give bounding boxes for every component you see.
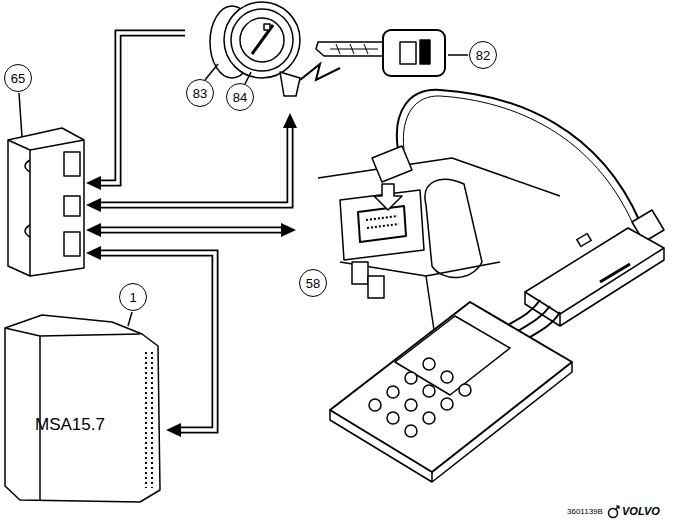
module-notch [25,160,30,237]
switch-mark [264,24,270,30]
wire-connector [86,33,185,190]
logo-mark [615,506,619,510]
console-edge [340,262,500,330]
socket-pins [366,216,399,228]
key-button [405,372,417,384]
drawing-number: 3601139B [567,508,603,517]
module-plug [64,196,80,216]
arrow-head [86,223,101,237]
switch-body [224,2,300,78]
arrow-head [86,176,101,190]
insert-arrow [374,184,402,210]
key-button [387,386,399,398]
wire-core [98,33,185,183]
component-area: 83 84 [185,2,300,113]
component-area: 82 [340,25,502,77]
key-chip [400,42,416,64]
lock-cylinder [240,18,284,62]
arrow-head [283,113,297,128]
part-label: MSA15.7 [35,416,105,435]
ecm-edge [5,328,140,500]
module-edge [8,140,84,276]
leader-line [19,93,22,137]
arrow-head [281,223,296,237]
wire-connector [86,223,296,237]
wire-core [98,228,284,232]
switch-face [231,9,293,71]
key-blade [316,42,385,56]
gear-lever [425,179,482,277]
interface-box [525,248,664,326]
callout-number: 83 [186,79,214,107]
key-button [423,385,435,397]
wire-core [98,125,290,205]
diagnostic-socket [358,206,406,242]
key-button [369,399,381,411]
logo-mark [609,509,618,518]
component-area: 1MSA15.7 [4,280,166,505]
key-button [423,358,435,370]
module-plug [64,152,80,176]
key-slot [252,25,273,54]
key-button [441,371,453,383]
wire-core [98,253,215,430]
key-button [405,425,417,437]
handset-display [395,316,510,395]
key-button [441,398,453,410]
callout-number: 58 [299,269,327,297]
ecm-pins [146,352,152,488]
keypad [369,358,471,437]
wire-outline [98,33,185,183]
wire-outline [98,227,284,234]
wire-outline [98,253,215,430]
console-button [352,262,368,284]
key-button [459,384,471,396]
wire-connector [86,246,215,437]
callout-number: 82 [469,41,497,69]
handset-edge [330,362,572,482]
arrow-head [86,246,101,260]
wire-outline [98,125,290,205]
leader-line [245,72,251,84]
leader-line [448,54,468,56]
callout-number: 65 [4,64,32,92]
leader-line [128,312,132,326]
interface-slot [600,264,630,282]
interface-switch [577,234,591,247]
callout-number: 1 [119,283,147,311]
key-button [423,412,435,424]
switch-tab [280,72,300,96]
arrow-head [166,423,181,437]
wire-connector [86,113,297,212]
key-chip [420,40,430,64]
component-area: 65 [4,62,86,278]
brand-mark: VOLVO [622,505,660,517]
handset-body [330,302,572,472]
leader-line [205,64,218,80]
module-plug [64,232,80,256]
wireless-link [300,64,340,80]
arrow-head [86,198,101,212]
module-body [8,128,84,276]
bolt-line [300,64,340,80]
callout-number: 84 [226,83,254,111]
key-button [405,399,417,411]
console-button [368,276,384,298]
interface-box [525,228,664,314]
key-head [383,30,445,76]
component-area: 58 [296,200,410,300]
key-cut [330,44,378,54]
ecm-body [5,315,160,502]
key-button [387,412,399,424]
diagnostic-plug [372,146,412,182]
